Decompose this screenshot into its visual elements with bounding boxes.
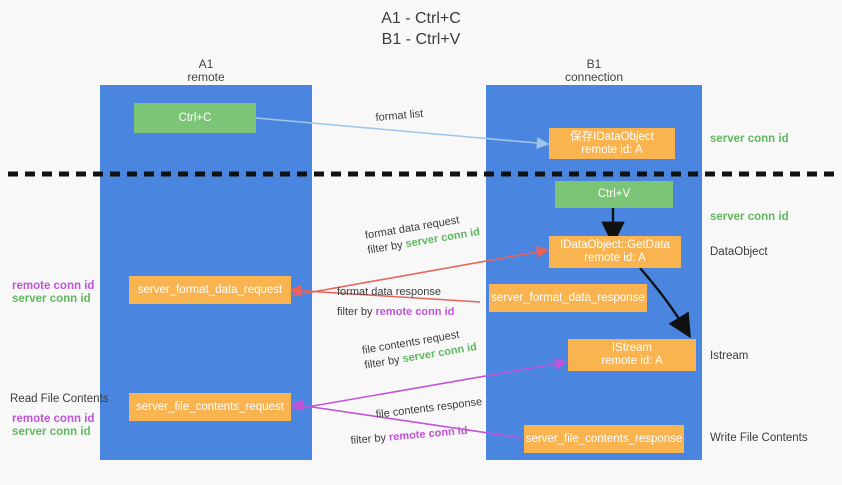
edge-text-format-data-response: format data response [337, 286, 441, 298]
filter-prefix: filter by [350, 431, 390, 447]
lane-header-b1: B1 connection [564, 57, 624, 84]
filter-value-remote-conn-id: remote conn id [388, 424, 469, 444]
node-ctrl-c[interactable]: Ctrl+C [134, 103, 256, 133]
node-server-format-data-request[interactable]: server_format_data_request [129, 276, 291, 304]
node-server-file-contents-request[interactable]: server_file_contents_request [129, 393, 291, 421]
label-server-conn-id-1: server conn id [12, 293, 91, 305]
node-server-file-contents-response[interactable]: server_file_contents_response [524, 425, 684, 453]
label-dataobject: DataObject [710, 246, 768, 258]
edge-label-format-list: format list [375, 107, 424, 124]
edge-text-file-contents-response: file contents response [375, 395, 483, 421]
lane-header-a1: A1 remote [187, 57, 225, 84]
node-idataobject-getdata[interactable]: IDataObject::GetData remote id: A [549, 236, 681, 268]
node-save-idataobject[interactable]: 保存IDataObject remote id: A [549, 128, 675, 159]
label-remote-conn-id-1: remote conn id [12, 280, 95, 292]
filter-value-remote-conn-id: remote conn id [375, 306, 455, 318]
label-write-file-contents: Write File Contents [710, 432, 808, 444]
label-server-conn-id-mid: server conn id [710, 211, 789, 223]
label-istream: Istream [710, 350, 749, 362]
edge-label-format-data-response: format data response [337, 285, 441, 300]
node-server-format-data-response[interactable]: server_format_data_response [489, 284, 647, 312]
node-ctrl-v[interactable]: Ctrl+V [555, 181, 673, 208]
edge-label-format-data-request: format data request filter by server con… [364, 210, 481, 258]
edge-label-file-contents-request: file contents request filter by server c… [361, 325, 478, 373]
label-server-conn-id-2: server conn id [12, 426, 91, 438]
label-server-conn-id-top: server conn id [710, 133, 789, 145]
edge-label-file-contents-response: file contents response [375, 395, 483, 423]
label-remote-conn-id-2: remote conn id [12, 413, 95, 425]
node-istream[interactable]: IStream remote id: A [568, 339, 696, 371]
label-read-file-contents: Read File Contents [10, 393, 109, 405]
filter-prefix: filter by [337, 306, 376, 318]
edge-filter-file-contents-response: filter by remote conn id [350, 424, 468, 449]
edge-filter-format-data-response: filter by remote conn id [337, 305, 454, 320]
page-title: A1 - Ctrl+C B1 - Ctrl+V [381, 10, 461, 48]
